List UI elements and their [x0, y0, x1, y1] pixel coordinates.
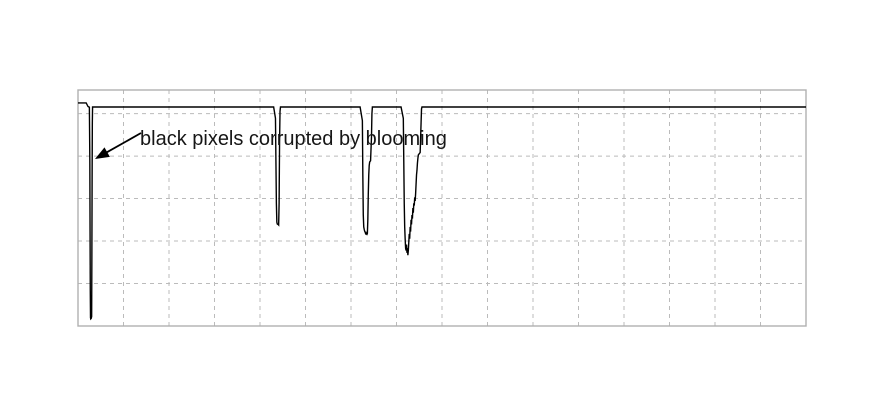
scanline-series	[78, 102, 806, 321]
annotation-label: black pixels corrupted by blooming	[140, 128, 447, 150]
plot-background	[78, 90, 806, 326]
arrow-shaft-line	[104, 132, 142, 155]
plot-frame	[77, 89, 807, 327]
grid-lines	[78, 90, 806, 326]
annotation-arrow	[95, 132, 142, 159]
arrow-head-icon	[95, 147, 110, 159]
